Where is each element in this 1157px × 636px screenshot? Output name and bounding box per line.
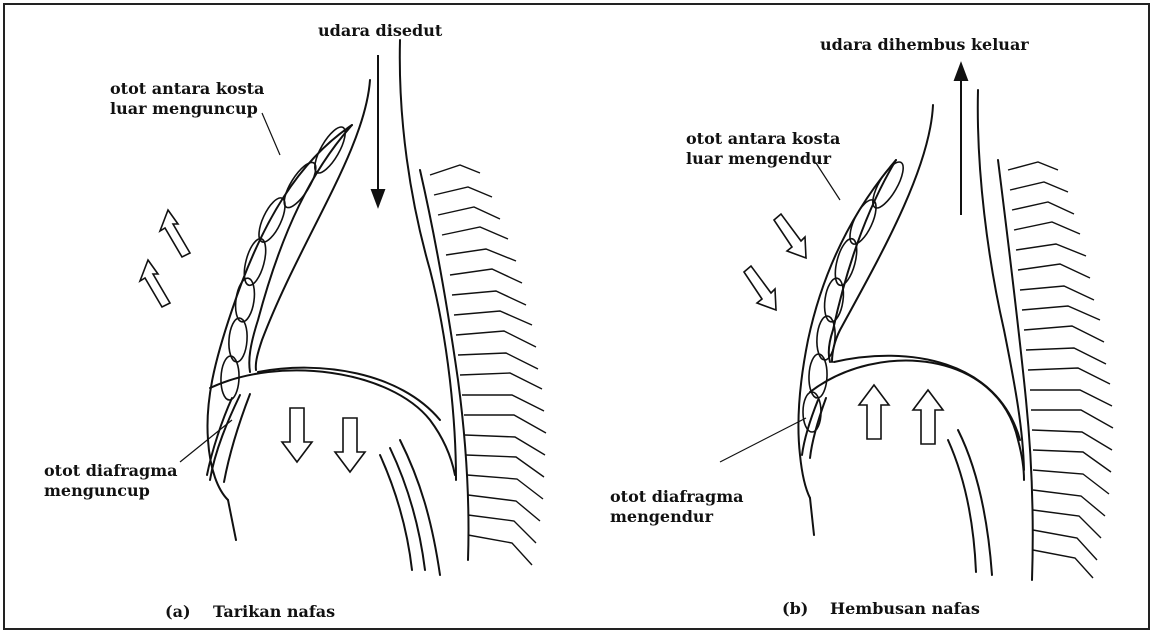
diaphragm-label-line1: otot diafragma bbox=[610, 486, 744, 507]
spine-front bbox=[400, 40, 456, 480]
lower-cavity bbox=[400, 440, 440, 575]
spine-back bbox=[420, 170, 469, 560]
caption-b-text: Hembusan nafas bbox=[830, 599, 980, 618]
diaphragm bbox=[810, 361, 1024, 480]
caption-a-text: Tarikan nafas bbox=[213, 602, 335, 621]
exhalation-drawing bbox=[578, 0, 1157, 636]
spine-back bbox=[998, 160, 1033, 580]
diaphragm-label-line2: menguncup bbox=[44, 480, 150, 501]
caption-b-letter: (b) bbox=[782, 599, 808, 618]
air-inhaled-label: udara disedut bbox=[318, 20, 442, 41]
panel-exhalation: udara dihembus keluar otot antara kosta … bbox=[578, 0, 1157, 636]
spine-front bbox=[978, 90, 1024, 470]
intercostal-label-line1: otot antara kosta bbox=[110, 78, 264, 99]
trachea-wall bbox=[256, 80, 370, 370]
intercostal-label-line1: otot antara kosta bbox=[686, 128, 840, 149]
air-exhaled-label: udara dihembus keluar bbox=[820, 34, 1029, 55]
chest-wall bbox=[798, 160, 896, 498]
diaphragm bbox=[210, 370, 455, 475]
panel-inhalation: udara disedut otot antara kosta luar men… bbox=[0, 0, 578, 636]
inhalation-drawing bbox=[0, 0, 578, 636]
chest-wall bbox=[207, 125, 352, 500]
diaphragm-label-line1: otot diafragma bbox=[44, 460, 178, 481]
diaphragm-label-line2: mengendur bbox=[610, 506, 713, 527]
intercostal-label-line2: luar mengendur bbox=[686, 148, 831, 169]
caption-a-letter: (a) bbox=[165, 602, 191, 621]
intercostal-label-line2: luar menguncup bbox=[110, 98, 258, 119]
